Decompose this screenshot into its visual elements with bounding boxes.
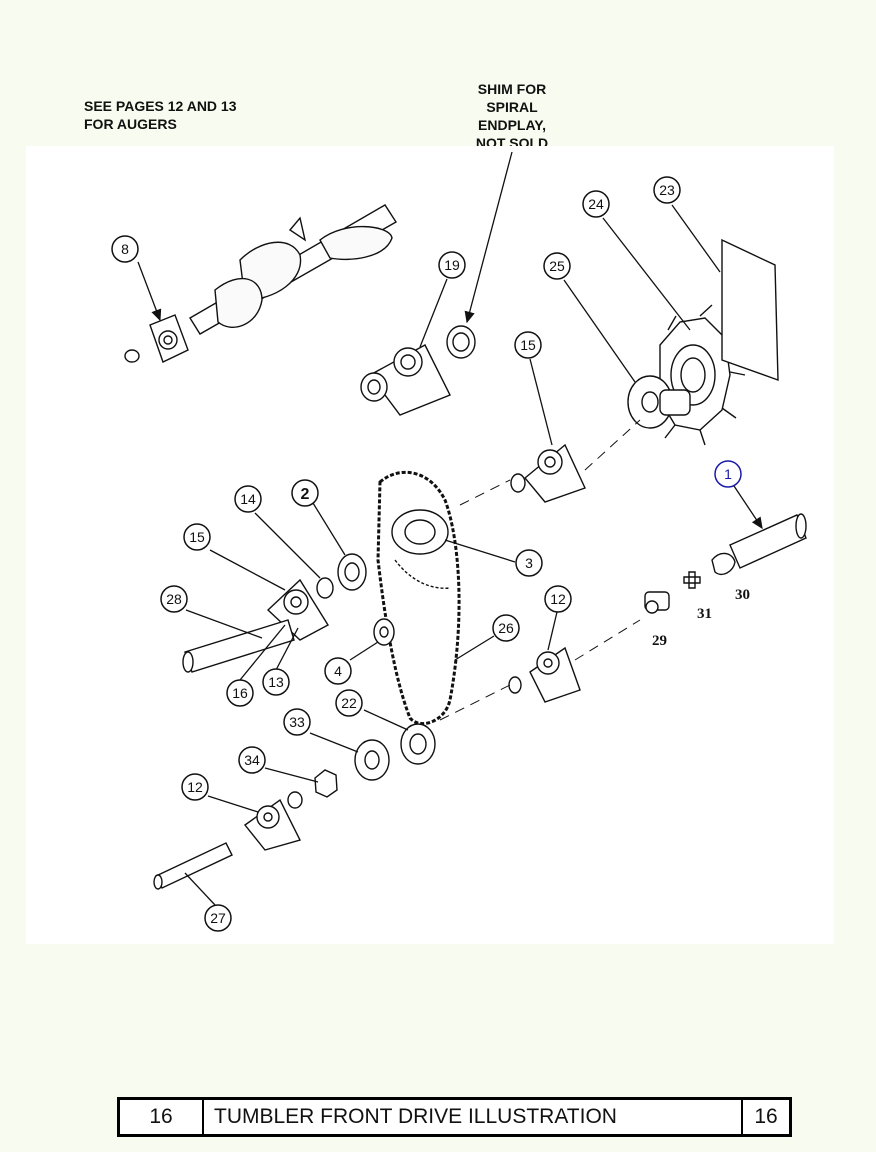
- callout-label: 4: [334, 663, 342, 679]
- callout-12-lower: 12: [181, 773, 209, 801]
- callout-label: 12: [187, 779, 203, 795]
- callout-16: 16: [226, 679, 254, 707]
- leader-lines: [137, 151, 763, 906]
- callout-label: 13: [268, 674, 284, 690]
- callout-label: 16: [232, 685, 248, 701]
- callout-34: 34: [238, 746, 266, 774]
- callout-label: 34: [244, 752, 260, 768]
- callout-27: 27: [204, 904, 232, 932]
- callout-label: 28: [166, 591, 182, 607]
- callout-label: 19: [444, 257, 460, 273]
- callout-label: 15: [189, 529, 205, 545]
- shim-note-line: SPIRAL: [486, 99, 538, 115]
- hub-33: [354, 739, 390, 781]
- hub-25: [627, 375, 691, 429]
- callout-label: 22: [341, 695, 357, 711]
- callout-label: 14: [240, 491, 256, 507]
- callout-label: 3: [525, 555, 533, 571]
- augers-note-line: SEE PAGES 12 AND 13: [84, 98, 237, 114]
- u-joint-29: [644, 591, 670, 614]
- pillow-block-15-lower: [266, 578, 329, 641]
- augers-note-line: FOR AUGERS: [84, 116, 177, 132]
- callout-15-lower: 15: [183, 523, 211, 551]
- callout-label: 33: [289, 714, 305, 730]
- callout-13: 13: [262, 668, 290, 696]
- callout-8: 8: [111, 235, 139, 263]
- plate-23: [721, 238, 779, 382]
- callout-15-upper: 15: [514, 331, 542, 359]
- callout-4: 4: [324, 657, 352, 685]
- callout-label: 12: [550, 591, 566, 607]
- label-29: 29: [652, 633, 667, 649]
- cross-31: [683, 571, 701, 589]
- callout-label: 27: [210, 910, 226, 926]
- shaft-28: [182, 619, 295, 673]
- pillow-block-12-lower: [243, 798, 302, 851]
- callout-12-upper: 12: [544, 585, 572, 613]
- page-number-left: 16: [120, 1100, 204, 1134]
- drive-shaft-1: [711, 513, 807, 576]
- augers-note: SEE PAGES 12 AND 13 FOR AUGERS: [84, 97, 237, 133]
- callout-2: 2: [291, 479, 319, 507]
- shim-note-line: ENDPLAY,: [478, 117, 546, 133]
- illustration-title: TUMBLER FRONT DRIVE ILLUSTRATION: [204, 1100, 743, 1134]
- collar-14: [316, 577, 334, 599]
- callout-33: 33: [283, 708, 311, 736]
- flange-bearing-8: [124, 314, 189, 363]
- shim: [446, 325, 476, 359]
- callout-19: 19: [438, 251, 466, 279]
- callout-label: 25: [549, 258, 565, 274]
- callout-label: 1: [724, 466, 732, 482]
- callout-3: 3: [515, 549, 543, 577]
- callout-label: 15: [520, 337, 536, 353]
- shaft-27: [153, 842, 233, 890]
- callout-28: 28: [160, 585, 188, 613]
- auger-shaft: [189, 204, 397, 335]
- label-30: 30: [735, 587, 750, 603]
- label-31: 31: [697, 606, 712, 622]
- center-lines: [439, 419, 641, 721]
- callout-26: 26: [492, 614, 520, 642]
- sprocket-22: [400, 723, 436, 765]
- page-number-right: 16: [754, 1105, 778, 1128]
- pillow-block-12-upper: [508, 646, 581, 703]
- nut-34: [287, 769, 338, 809]
- spacer-4: [373, 618, 395, 646]
- chain-26: [376, 470, 461, 726]
- callout-1: 1: [714, 460, 742, 488]
- callout-label: 2: [301, 486, 310, 503]
- callout-label: 26: [498, 620, 514, 636]
- callout-label: 23: [659, 182, 675, 198]
- shim-note-line: SHIM FOR: [477, 81, 547, 97]
- callout-label: 8: [121, 241, 129, 257]
- sprocket-3: [391, 509, 451, 589]
- callout-label: 24: [588, 196, 604, 212]
- bushing-2: [337, 553, 367, 591]
- callout-24: 24: [582, 190, 610, 218]
- callout-22: 22: [335, 689, 363, 717]
- title-block: 16 TUMBLER FRONT DRIVE ILLUSTRATION 16: [117, 1097, 792, 1137]
- pillow-block-15-upper: [510, 443, 586, 503]
- callout-14: 14: [234, 485, 262, 513]
- pillow-block-19: [360, 344, 451, 416]
- callout-25: 25: [543, 252, 571, 280]
- callout-23: 23: [653, 176, 681, 204]
